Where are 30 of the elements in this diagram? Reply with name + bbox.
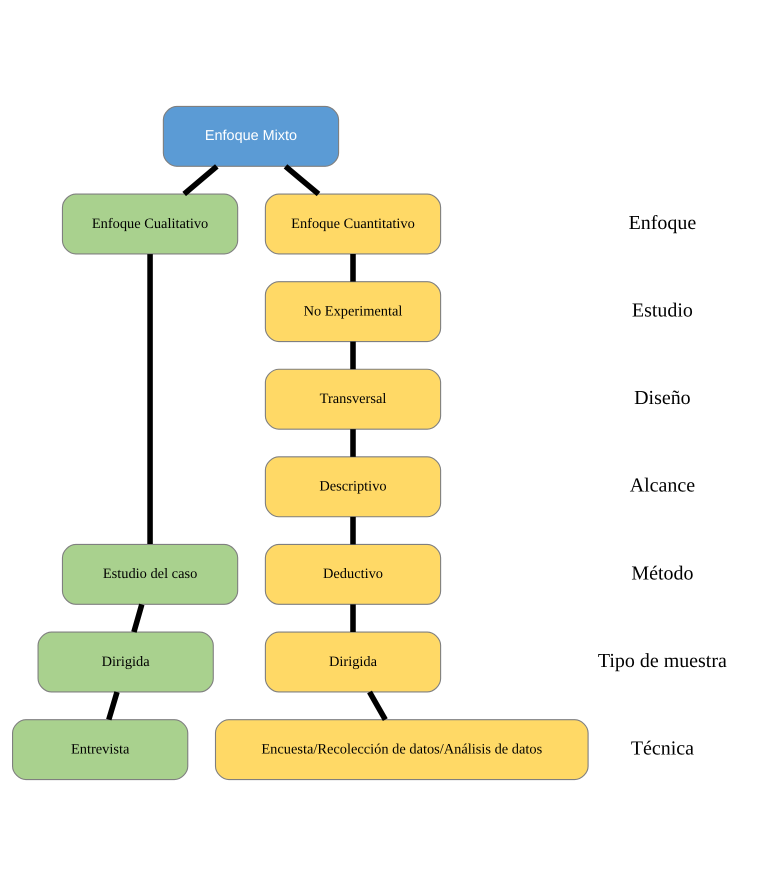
connector (367, 690, 388, 721)
node-box: Dirigida (264, 632, 442, 693)
node-box: Enfoque Cuantitativo (264, 193, 442, 254)
connector (350, 516, 356, 544)
node-box: Transversal (264, 368, 442, 430)
node-box: Entrevista (12, 719, 188, 780)
label: Diseño (634, 387, 691, 410)
connector (350, 342, 356, 370)
connector (182, 164, 219, 196)
connector (350, 604, 356, 632)
label: Método (631, 562, 694, 584)
label: Estudio (632, 299, 693, 322)
connector (350, 429, 356, 457)
node-box: Descriptivo (264, 456, 442, 518)
connector (147, 254, 153, 544)
connector (106, 691, 120, 720)
node-box: Enfoque Cualitativo (62, 193, 238, 254)
node-box: Encuesta/Recolección de datos/Análisis de datos (214, 719, 589, 780)
label: Técnica (630, 738, 694, 760)
connector (350, 254, 356, 282)
label: Tipo de muestra (598, 650, 727, 672)
connector (131, 604, 144, 633)
connector (284, 164, 320, 196)
label: Enfoque (628, 212, 696, 234)
node-box: Dirigida (38, 632, 214, 693)
node-box: No Experimental (264, 281, 442, 342)
label: Alcance (630, 474, 696, 497)
node-box: Deductivo (264, 544, 442, 605)
node-box: Estudio del caso (62, 544, 238, 605)
node-box: Enfoque Mixto (162, 106, 340, 167)
